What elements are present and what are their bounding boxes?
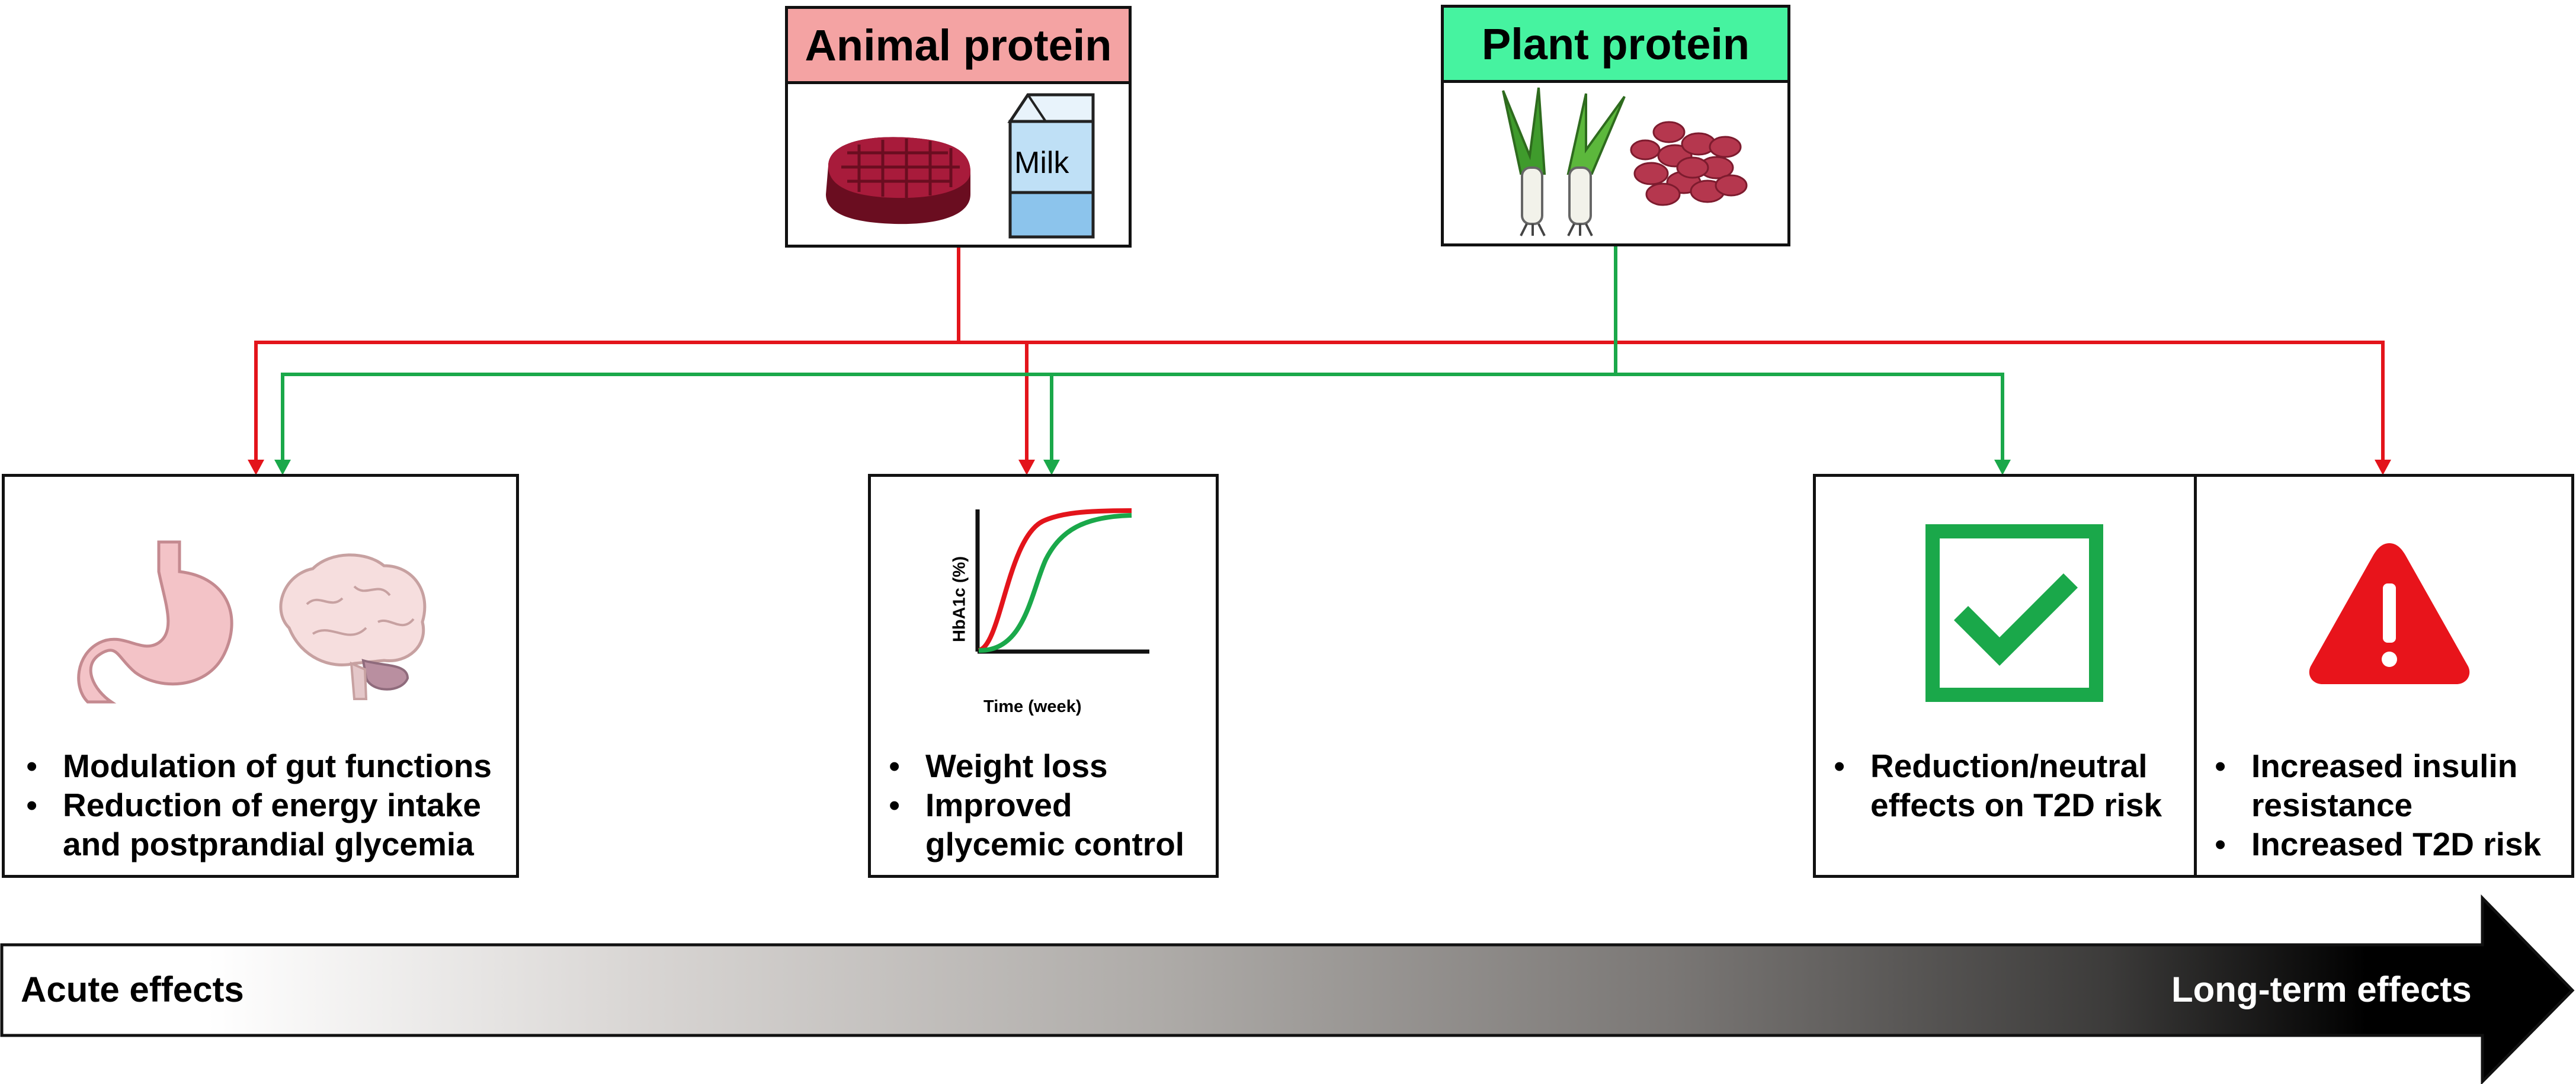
long-term-effects-label: Long-term effects bbox=[2171, 970, 2472, 1009]
plant-curve bbox=[978, 513, 1132, 653]
plant-protein-connectors bbox=[281, 246, 2004, 468]
plant-arrowheads bbox=[274, 460, 2011, 475]
t2d-neutral-list: Reduction/neutral effects on T2D risk bbox=[1834, 746, 2189, 825]
steak-icon bbox=[826, 137, 970, 225]
animal-arrowheads bbox=[248, 460, 2391, 475]
checkmark-icon bbox=[1925, 524, 2103, 702]
list-item: Improved glycemic control bbox=[889, 785, 1209, 864]
acute-effects-label: Acute effects bbox=[21, 970, 244, 1009]
animal-protein-title: Animal protein bbox=[788, 9, 1129, 84]
milk-label: Milk bbox=[1014, 146, 1069, 180]
hba1c-mini-chart bbox=[975, 508, 1149, 654]
list-item: Reduction of energy intake and postprand… bbox=[26, 785, 512, 864]
animal-protein-connectors bbox=[254, 248, 2385, 468]
gut-effects-box: Modulation of gut functions Reduction of… bbox=[2, 474, 519, 878]
glycemic-effects-box: HbA1c (%) Time (week) Weight loss Improv… bbox=[868, 474, 1219, 878]
plant-protein-title: Plant protein bbox=[1444, 8, 1787, 83]
list-item: Increased T2D risk bbox=[2215, 825, 2570, 864]
milk-carton-icon bbox=[1007, 93, 1095, 239]
leek-icon bbox=[1502, 87, 1626, 236]
plant-protein-box: Plant protein bbox=[1441, 5, 1790, 246]
warning-triangle-icon bbox=[2309, 543, 2470, 684]
list-item: Increased insulin resistance bbox=[2215, 746, 2570, 825]
t2d-risk-list: Increased insulin resistance Increased T… bbox=[2215, 746, 2570, 864]
list-item: Weight loss bbox=[889, 746, 1209, 785]
list-item: Reduction/neutral effects on T2D risk bbox=[1834, 746, 2189, 825]
list-item: Modulation of gut functions bbox=[26, 746, 512, 785]
gut-effects-list: Modulation of gut functions Reduction of… bbox=[26, 746, 512, 864]
animal-protein-box: Animal protein Milk bbox=[785, 6, 1132, 248]
stomach-icon bbox=[77, 540, 233, 704]
kidney-beans-icon bbox=[1630, 121, 1748, 206]
mini-chart-xlabel: Time (week) bbox=[983, 697, 1082, 716]
brain-icon bbox=[279, 553, 427, 700]
glycemic-effects-list: Weight loss Improved glycemic control bbox=[889, 746, 1209, 864]
t2d-risk-box: Increased insulin resistance Increased T… bbox=[2194, 474, 2574, 878]
animal-curve bbox=[978, 508, 1132, 653]
